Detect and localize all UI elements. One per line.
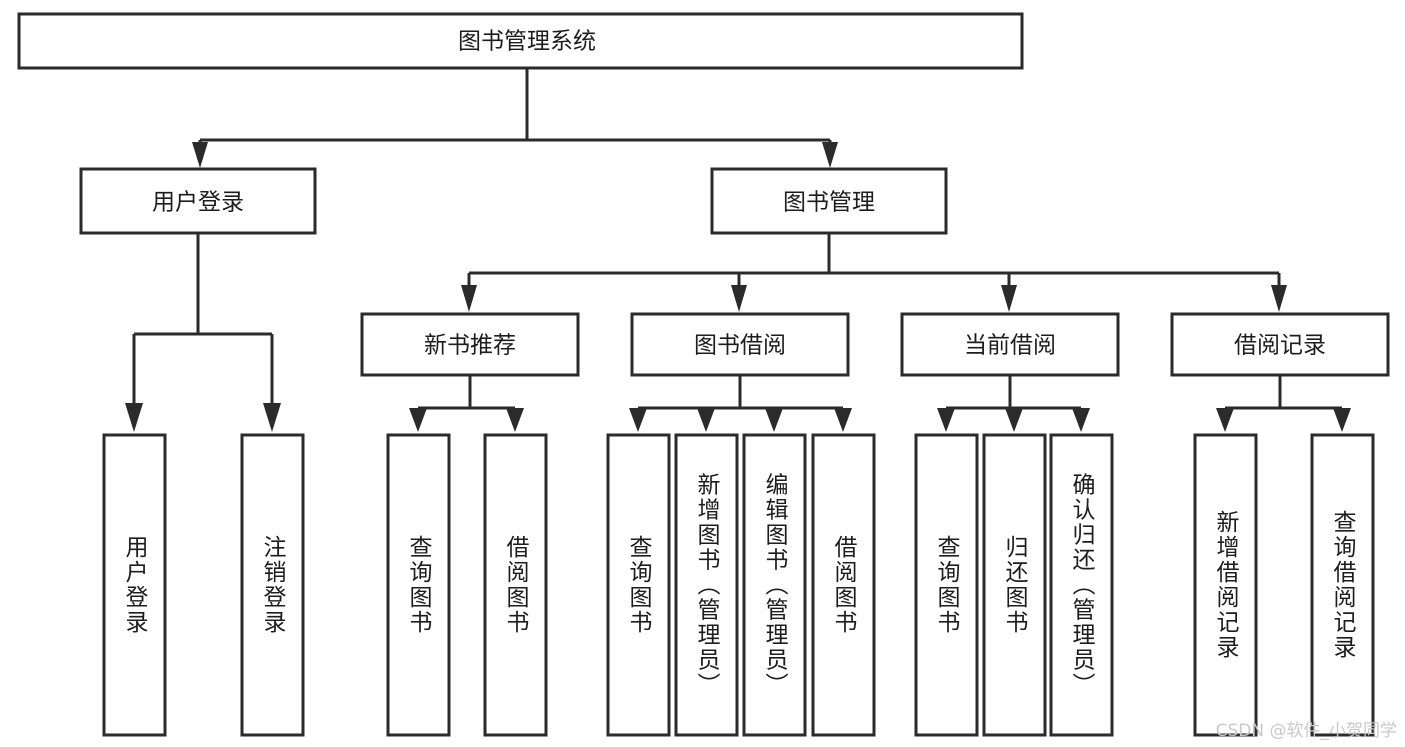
leaf-return-book-box[interactable] bbox=[982, 433, 1047, 737]
leaf-confirm-return[interactable]: 确认归还（管理员） bbox=[1049, 433, 1114, 737]
leaf-user-login-box[interactable] bbox=[102, 433, 167, 737]
leaf-borrow-book-1-label: 借阅图书 bbox=[502, 535, 530, 635]
arrowhead-borrow-record bbox=[1271, 285, 1287, 312]
leaf-add-book-label: 新增图书（管理员） bbox=[693, 473, 721, 698]
leaf-logout-login-label: 注销登录 bbox=[259, 535, 287, 635]
arrowhead-leaf-edit-book bbox=[765, 408, 783, 432]
arrowhead-book-borrow bbox=[731, 285, 747, 312]
leaf-return-book[interactable]: 归还图书 bbox=[982, 433, 1047, 737]
arrowhead-leaf-user-login bbox=[125, 403, 143, 432]
connector-book-management-to-level3 bbox=[461, 233, 1287, 312]
arrowhead-leaf-borrow-book-2 bbox=[834, 408, 852, 432]
leaf-logout-login-box[interactable] bbox=[240, 433, 305, 737]
arrowhead-leaf-return-book bbox=[1005, 408, 1023, 432]
leaf-confirm-return-box[interactable] bbox=[1049, 433, 1114, 737]
leaf-query-book-1-label: 查询图书 bbox=[405, 535, 433, 635]
node-root-label: 图书管理系统 bbox=[458, 29, 596, 55]
leaf-add-record-box[interactable] bbox=[1193, 433, 1258, 737]
arrowhead-leaf-logout-login bbox=[263, 403, 281, 432]
leaf-query-book-3[interactable]: 查询图书 bbox=[914, 433, 979, 737]
node-current-borrow-box[interactable] bbox=[900, 312, 1120, 377]
leaf-return-book-label: 归还图书 bbox=[1001, 535, 1029, 635]
leaf-query-record[interactable]: 查询借阅记录 bbox=[1310, 433, 1375, 737]
leaf-add-book-box[interactable] bbox=[674, 433, 739, 737]
leaf-query-book-3-label: 查询图书 bbox=[933, 535, 961, 635]
arrowhead-leaf-query-book-2 bbox=[629, 408, 647, 432]
leaf-edit-book-label: 编辑图书（管理员） bbox=[761, 473, 789, 698]
connector-user-login-to-leaves bbox=[125, 233, 281, 432]
arrowhead-leaf-add-record bbox=[1216, 408, 1234, 432]
leaf-logout-login[interactable]: 注销登录 bbox=[240, 433, 305, 737]
arrowhead-book-management bbox=[822, 142, 838, 168]
connector-current-borrow-to-leaves bbox=[937, 375, 1090, 432]
node-book-borrow-box[interactable] bbox=[630, 312, 850, 377]
arrowhead-leaf-query-record bbox=[1333, 408, 1351, 432]
leaf-borrow-book-2[interactable]: 借阅图书 bbox=[811, 433, 876, 737]
leaf-edit-book-box[interactable] bbox=[742, 433, 807, 737]
connector-root-to-level2 bbox=[192, 68, 838, 168]
node-user-login-label: 用户登录 bbox=[152, 190, 244, 216]
leaf-borrow-book-2-label: 借阅图书 bbox=[830, 535, 858, 635]
arrowhead-leaf-confirm-return bbox=[1072, 408, 1090, 432]
arrowhead-leaf-add-book bbox=[697, 408, 715, 432]
arrowhead-leaf-query-book-1 bbox=[409, 408, 427, 432]
node-user-login-box[interactable] bbox=[79, 167, 317, 235]
node-borrow-record-box[interactable] bbox=[1170, 312, 1390, 377]
leaf-query-record-label: 查询借阅记录 bbox=[1329, 510, 1357, 660]
node-new-book-recommend[interactable]: 新书推荐 bbox=[360, 312, 580, 377]
node-book-management[interactable]: 图书管理 bbox=[710, 167, 948, 235]
leaf-query-book-2-box[interactable] bbox=[606, 433, 671, 737]
connector-new-book-recommend-to-leaves bbox=[409, 375, 524, 432]
arrowhead-leaf-borrow-book-1 bbox=[506, 408, 524, 432]
leaf-borrow-book-2-box[interactable] bbox=[811, 433, 876, 737]
node-book-borrow[interactable]: 图书借阅 bbox=[630, 312, 850, 377]
node-root-box[interactable] bbox=[17, 12, 1024, 70]
node-book-management-label: 图书管理 bbox=[783, 190, 875, 216]
leaf-user-login[interactable]: 用户登录 bbox=[102, 433, 167, 737]
node-new-book-recommend-label: 新书推荐 bbox=[424, 333, 516, 359]
leaf-query-book-3-box[interactable] bbox=[914, 433, 979, 737]
node-user-login[interactable]: 用户登录 bbox=[79, 167, 317, 235]
leaf-add-record[interactable]: 新增借阅记录 bbox=[1193, 433, 1258, 737]
arrowhead-new-book-recommend bbox=[461, 285, 477, 312]
leaf-borrow-book-1[interactable]: 借阅图书 bbox=[483, 433, 548, 737]
node-book-borrow-label: 图书借阅 bbox=[694, 333, 786, 359]
arrowhead-user-login bbox=[192, 142, 208, 168]
leaf-query-book-1[interactable]: 查询图书 bbox=[386, 433, 451, 737]
leaf-query-book-2-label: 查询图书 bbox=[625, 535, 653, 635]
leaf-query-book-2[interactable]: 查询图书 bbox=[606, 433, 671, 737]
leaf-borrow-book-1-box[interactable] bbox=[483, 433, 548, 737]
leaf-query-book-1-box[interactable] bbox=[386, 433, 451, 737]
node-current-borrow-label: 当前借阅 bbox=[964, 333, 1056, 359]
leaf-user-login-label: 用户登录 bbox=[121, 535, 149, 635]
leaf-add-record-label: 新增借阅记录 bbox=[1212, 510, 1240, 660]
node-current-borrow[interactable]: 当前借阅 bbox=[900, 312, 1120, 377]
node-borrow-record[interactable]: 借阅记录 bbox=[1170, 312, 1390, 377]
leaf-confirm-return-label: 确认归还（管理员） bbox=[1068, 473, 1096, 698]
leaf-edit-book[interactable]: 编辑图书（管理员） bbox=[742, 433, 807, 737]
connector-book-borrow-to-leaves bbox=[629, 375, 852, 432]
leaf-add-book[interactable]: 新增图书（管理员） bbox=[674, 433, 739, 737]
node-borrow-record-label: 借阅记录 bbox=[1234, 333, 1326, 359]
arrowhead-current-borrow bbox=[1001, 285, 1017, 312]
node-root[interactable]: 图书管理系统 bbox=[17, 12, 1024, 70]
connector-borrow-record-to-leaves bbox=[1216, 375, 1351, 432]
leaf-query-record-box[interactable] bbox=[1310, 433, 1375, 737]
arrowhead-leaf-query-book-3 bbox=[937, 408, 955, 432]
node-new-book-recommend-box[interactable] bbox=[360, 312, 580, 377]
